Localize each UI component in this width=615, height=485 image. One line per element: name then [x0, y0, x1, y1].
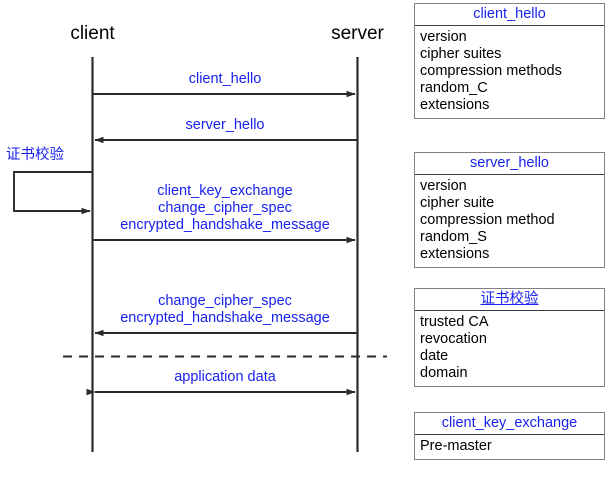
message-line: change_cipher_spec	[158, 293, 292, 309]
message-line: encrypted_handshake_message	[120, 310, 330, 326]
message-line: application data	[174, 369, 276, 385]
message-line: server_hello	[185, 117, 265, 133]
message-label-server-change-cipher: change_cipher_spec encrypted_handshake_m…	[77, 293, 373, 327]
info-box-body: version cipher suite compression method …	[415, 175, 604, 267]
message-line: change_cipher_spec	[158, 200, 292, 216]
info-box-row: random_S	[420, 229, 487, 245]
info-box-row: revocation	[420, 331, 487, 347]
info-box-row: version	[420, 178, 467, 194]
info-box-title: client_key_exchange	[415, 413, 604, 435]
info-box-row: trusted CA	[420, 314, 489, 330]
self-message-certificate-verify	[13, 171, 93, 215]
info-box-client-key-exchange: client_key_exchange Pre-master	[414, 412, 605, 460]
info-box-body: Pre-master	[415, 435, 604, 459]
info-box-title-text: 证书校验	[480, 291, 539, 307]
info-box-row: compression methods	[420, 63, 562, 79]
message-line: encrypted_handshake_message	[120, 217, 330, 233]
info-box-title: 证书校验	[415, 289, 604, 311]
message-label-application-data: application data	[92, 369, 358, 386]
info-box-client-hello: client_hello version cipher suites compr…	[414, 3, 605, 119]
info-box-row: cipher suite	[420, 195, 495, 211]
info-box-row: domain	[420, 365, 468, 381]
info-box-body: version cipher suites compression method…	[415, 26, 604, 118]
message-label-client-key-exchange: client_key_exchange change_cipher_spec e…	[77, 183, 373, 234]
info-box-title-text: client_key_exchange	[441, 415, 578, 431]
message-line: client_hello	[188, 71, 262, 87]
info-box-certificate-verify: 证书校验 trusted CA revocation date domain	[414, 288, 605, 387]
info-box-row: extensions	[420, 97, 490, 113]
info-box-body: trusted CA revocation date domain	[415, 311, 604, 386]
info-box-row: date	[420, 348, 449, 364]
info-box-title: server_hello	[415, 153, 604, 175]
info-box-title: client_hello	[415, 4, 604, 26]
info-box-title-text: client_hello	[473, 6, 546, 22]
message-label-server-hello: server_hello	[92, 117, 358, 134]
info-box-row: cipher suites	[420, 46, 502, 62]
info-box-row: extensions	[420, 246, 490, 262]
actor-label-server: server	[331, 23, 384, 44]
actor-label-client: client	[70, 23, 115, 44]
message-line: client_key_exchange	[157, 183, 293, 199]
info-box-row: random_C	[420, 80, 488, 96]
info-box-server-hello: server_hello version cipher suite compre…	[414, 152, 605, 268]
info-box-row: version	[420, 29, 467, 45]
info-box-title-text: server_hello	[470, 155, 549, 171]
info-box-row: Pre-master	[420, 438, 492, 454]
message-label-client-hello: client_hello	[92, 71, 358, 88]
info-box-row: compression method	[420, 212, 555, 228]
self-message-label-certificate-verify: 证书校验	[6, 147, 64, 163]
